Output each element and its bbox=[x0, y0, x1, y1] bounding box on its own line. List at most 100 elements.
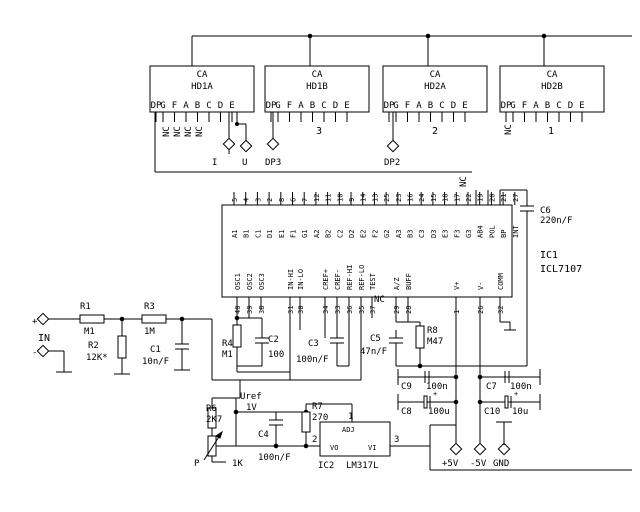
display-pin-label: B bbox=[428, 101, 433, 111]
nc-label: NC bbox=[504, 124, 514, 135]
display-pin-label: E bbox=[462, 101, 467, 111]
ic1-bottom-pin-number: 26 bbox=[477, 306, 485, 314]
in-minus-label: - bbox=[32, 348, 37, 358]
ic2-vo-label: VO bbox=[330, 444, 338, 452]
ic1-top-pin-number: 20 bbox=[488, 194, 496, 202]
input-section bbox=[36, 312, 290, 381]
ic1-bottom-pin-number: 40 bbox=[234, 306, 242, 314]
ic1-top-pin-name: A3 bbox=[395, 230, 403, 238]
display-pin-label: D bbox=[568, 101, 573, 111]
ic1-bottom-pin-number: 32 bbox=[497, 306, 505, 314]
ic1-bottom-pin-name: REF-LO bbox=[358, 265, 366, 290]
ic1-top-pin-name: E3 bbox=[442, 230, 450, 238]
c10-value: 10u bbox=[512, 407, 528, 417]
r6-value: 2K7 bbox=[206, 415, 222, 425]
display-module bbox=[499, 65, 605, 113]
display-pin-label: D bbox=[333, 101, 338, 111]
ic1-top-pin-name: C3 bbox=[418, 230, 426, 238]
ic1-top-pin-name: D3 bbox=[430, 230, 438, 238]
ic1-top-pin-number: 17 bbox=[453, 194, 461, 202]
ic1-top-pin-number: 9 bbox=[348, 198, 356, 202]
display-pin-label: C bbox=[556, 101, 561, 111]
int-wiring bbox=[475, 189, 534, 366]
display-pin-label: F bbox=[172, 101, 177, 111]
display-pin-label: A bbox=[183, 101, 189, 111]
ic1-top-pin-number: 24 bbox=[418, 194, 426, 202]
c5-ref: C5 bbox=[370, 334, 381, 344]
nc-label: NC bbox=[195, 126, 205, 137]
ic1-top-pin-name: B2 bbox=[325, 230, 333, 238]
r3-ref: R3 bbox=[144, 302, 155, 312]
ic1-bottom-pin-number: 36 bbox=[346, 306, 354, 314]
ic1-ref: IC1 bbox=[540, 250, 558, 261]
display-name: HD2B bbox=[541, 82, 563, 92]
r1-ref: R1 bbox=[80, 302, 91, 312]
display-pin-label: DP bbox=[501, 101, 512, 111]
ic1-part: ICL7107 bbox=[540, 264, 582, 275]
ic1-bottom-pin-name: OSC1 bbox=[234, 273, 242, 290]
c6-value: 220n/F bbox=[540, 216, 573, 226]
nc-label: NC bbox=[184, 126, 194, 137]
r7-ref: R7 bbox=[312, 402, 323, 412]
display-pin-label: B bbox=[195, 101, 200, 111]
supply-section bbox=[397, 297, 632, 471]
display-pin-label: B bbox=[310, 101, 315, 111]
display-pin-label: E bbox=[579, 101, 584, 111]
osc-section bbox=[212, 297, 373, 399]
ic1-bottom-pin-name: BUFF bbox=[405, 273, 413, 290]
r2-ref: R2 bbox=[88, 341, 99, 351]
ic1-top-pin-number: 4 bbox=[243, 198, 251, 202]
ic1-top-pin-name: E1 bbox=[278, 230, 286, 238]
display-pin-label: C bbox=[206, 101, 211, 111]
in-plus-label: + bbox=[32, 317, 38, 327]
display-name: HD2A bbox=[424, 82, 446, 92]
c6-ref: C6 bbox=[540, 206, 551, 216]
ic2-pin2: 2 bbox=[312, 435, 317, 445]
ic1-bottom-pin-number: 1 bbox=[453, 310, 461, 314]
ic1-top-pin-name: BP bbox=[500, 230, 508, 238]
ic1-top-pin-name: C2 bbox=[336, 230, 344, 238]
ic1-top-pin-number: 3 bbox=[254, 198, 262, 202]
ic1-bottom-pin-number: 33 bbox=[334, 306, 342, 314]
gnd-label: GND bbox=[493, 459, 509, 469]
display-pin-label: DP bbox=[384, 101, 395, 111]
ic1-bottom-pin-name: OSC3 bbox=[258, 273, 266, 290]
display-ca-label: CA bbox=[312, 70, 323, 80]
display-pin-label: A bbox=[298, 101, 304, 111]
pot-ref: P bbox=[194, 459, 200, 469]
display-pin-label: DP bbox=[151, 101, 162, 111]
nc-label: NC bbox=[162, 126, 172, 137]
ic1-bottom-pin-number: 31 bbox=[287, 306, 295, 314]
digit-1-label: 1 bbox=[548, 126, 554, 137]
c8-ref: C8 bbox=[401, 407, 412, 417]
display-module bbox=[264, 65, 370, 113]
ic1-top-pin-name: E2 bbox=[360, 230, 368, 238]
ic1-bottom-pin-number: 39 bbox=[246, 306, 254, 314]
u-label: U bbox=[242, 158, 247, 168]
r2-value: 12K* bbox=[86, 353, 108, 363]
ic1-bottom-pin-name: CREF+ bbox=[322, 269, 330, 290]
ic1-bottom-pin-number: 37 bbox=[369, 306, 377, 314]
display-pin-label: G bbox=[393, 101, 398, 111]
ic1-bottom-pin-number: 34 bbox=[322, 306, 330, 314]
ic1-top-pin-name: G2 bbox=[383, 230, 391, 238]
c1-ref: C1 bbox=[150, 345, 161, 355]
c7-value: 100n bbox=[510, 382, 532, 392]
ic1-bottom-pin-number: 28 bbox=[405, 306, 413, 314]
c8-value: 100u bbox=[428, 407, 450, 417]
ic1-top-pin-number: 2 bbox=[266, 198, 274, 202]
c4-value: 100n/F bbox=[258, 453, 291, 463]
ic1-top-pin-number: 21 bbox=[500, 194, 508, 202]
display-pin-label: C bbox=[439, 101, 444, 111]
display-ca-label: CA bbox=[197, 70, 208, 80]
pot-value: 1K bbox=[232, 459, 243, 469]
r8-ref: R8 bbox=[427, 326, 438, 336]
ic1-top-pin-number: 15 bbox=[430, 194, 438, 202]
r8-value: M47 bbox=[427, 337, 443, 347]
ic2-vi-label: VI bbox=[368, 444, 376, 452]
ic1-bottom-pin-name: V+ bbox=[453, 282, 461, 290]
ic1-top-pin-number: 14 bbox=[360, 194, 368, 202]
display-pin-label: E bbox=[344, 101, 349, 111]
ic1-bottom-pin-number: 38 bbox=[258, 306, 266, 314]
